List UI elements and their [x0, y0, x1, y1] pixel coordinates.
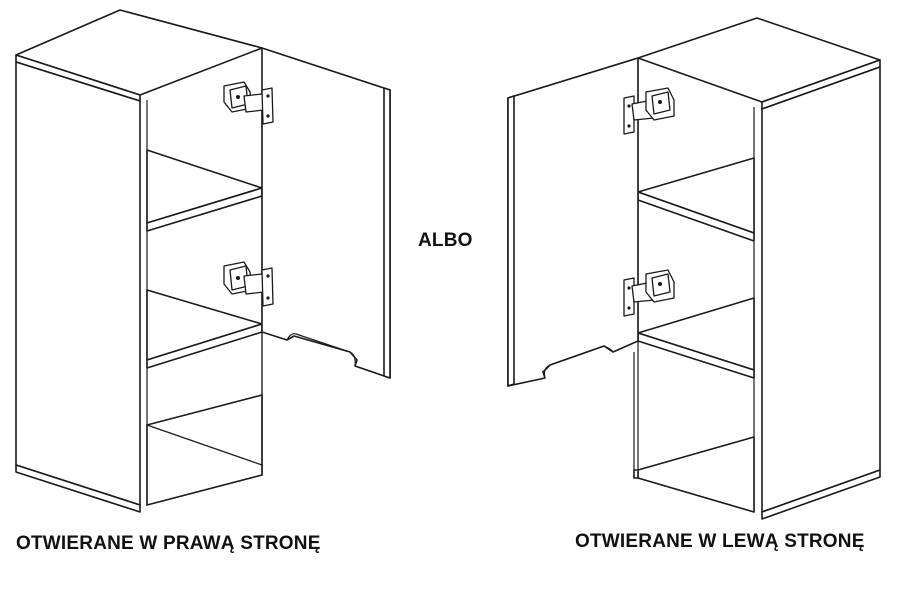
separator-label: ALBO — [418, 230, 473, 251]
left-opening-caption: OTWIERANE W LEWĄ STRONĘ — [575, 531, 865, 552]
left-cabinet-hinge-top — [223, 81, 274, 125]
right-cabinet-side-panel — [761, 66, 881, 513]
left-cabinet-bottom-edge — [15, 464, 141, 513]
right-cabinet-bottom-edge — [761, 469, 881, 520]
right-cabinet-door-edge — [507, 95, 515, 387]
left-cabinet-door — [261, 47, 391, 379]
right-cabinet-bottom-panel — [637, 436, 755, 513]
cabinet-left-opening — [507, 17, 881, 520]
right-cabinet-hinge-top — [623, 87, 675, 135]
left-cabinet-door-edge — [383, 87, 391, 379]
left-cabinet-bottom-panel — [146, 394, 263, 506]
right-opening-caption: OTWIERANE W PRAWĄ STRONĘ — [16, 533, 321, 554]
cabinet-right-opening — [15, 9, 391, 513]
right-cabinet-door — [507, 57, 639, 387]
right-cabinet-shelf-1 — [637, 157, 755, 234]
left-cabinet-hinge-bottom — [223, 261, 274, 307]
left-cabinet-side-panel — [15, 61, 141, 506]
right-cabinet-hinge-bottom — [623, 269, 675, 317]
